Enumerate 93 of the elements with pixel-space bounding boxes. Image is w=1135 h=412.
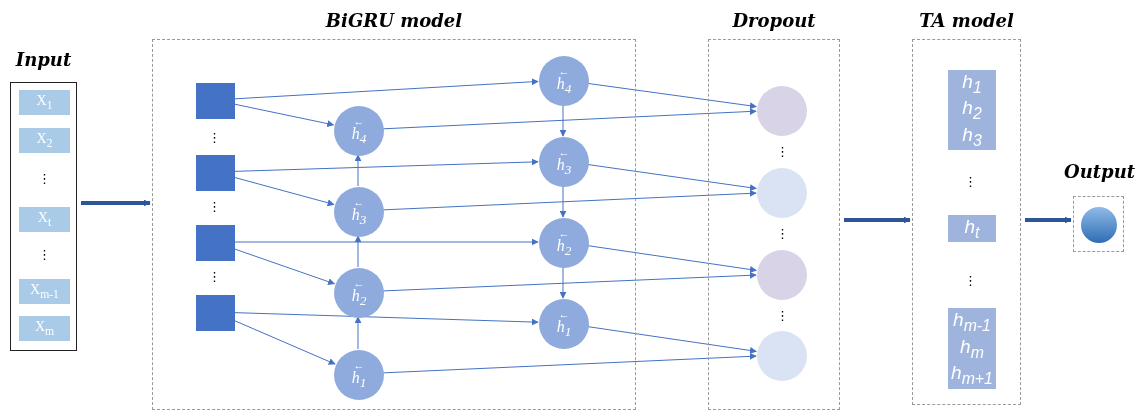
hidden-state-label: h$_{2}$ [351, 287, 367, 308]
gru-cell-circle [539, 56, 589, 106]
ellipsis-dots: ⋮ [776, 227, 789, 240]
arrow [559, 185, 567, 218]
input-vector [19, 90, 70, 115]
arrow [233, 319, 336, 365]
hidden-state-block [948, 215, 996, 242]
arrow [382, 108, 757, 130]
ellipsis-dots: ⋮ [964, 274, 977, 287]
arrow [382, 352, 757, 374]
input-unit-square [196, 295, 235, 331]
hidden-state-label: h$_{3}$ [351, 206, 367, 227]
vector-label: X$_{t}$ [37, 210, 52, 229]
arrow [233, 158, 539, 172]
arrow [587, 326, 757, 354]
hidden-state-label: h$_{4}$ [351, 125, 367, 146]
input-unit-square [196, 155, 235, 191]
section-title: Output [1064, 161, 1135, 182]
arrow [354, 154, 362, 187]
dropout-neuron-circle [757, 331, 807, 381]
hidden-state-label: h$_{1}$ [556, 318, 572, 339]
arrow [233, 103, 335, 127]
ellipsis-dots: ⋮ [208, 131, 221, 144]
arrow [587, 164, 757, 192]
gru-cell-circle [334, 187, 384, 237]
gru-cell-circle [334, 350, 384, 400]
hidden-state-label: h$_{m+1}$ [951, 362, 993, 389]
hidden-state-label: h$_{m-1}$ [953, 308, 991, 335]
overarrow-symbol: ← [558, 147, 570, 157]
arrow [354, 316, 362, 350]
arrow [233, 312, 539, 326]
gru-cell-circle [334, 268, 384, 318]
vector-label: X$_{m-1}$ [30, 282, 59, 301]
ellipsis-dots: ⋮ [38, 248, 51, 261]
arrow [233, 176, 335, 207]
arrow [233, 248, 336, 285]
overarrow-symbol: ← [353, 116, 365, 126]
ellipsis-dots: ⋮ [208, 200, 221, 213]
hidden-state-label: h$_{m}$ [960, 335, 984, 362]
section-title: Dropout [732, 10, 816, 31]
gru-cell-circle [539, 299, 589, 349]
overarrow-symbol: ← [558, 66, 570, 76]
arrow [559, 266, 567, 299]
ellipsis-dots: ⋮ [208, 270, 221, 283]
hidden-state-block [948, 70, 996, 150]
section-title: BiGRU model [325, 10, 463, 31]
overarrow-symbol: ← [558, 309, 570, 319]
vector-label: X$_{m}$ [34, 319, 55, 338]
block-arrow [1025, 216, 1072, 224]
block-arrow [844, 216, 911, 224]
vector-label: X$_{2}$ [36, 131, 53, 150]
dropout-neuron-circle [757, 168, 807, 218]
hidden-state-label: h$_{t}$ [964, 215, 980, 242]
hidden-state-label: h$_{1}$ [962, 70, 982, 97]
arrow [559, 104, 567, 137]
gru-cell-circle [539, 137, 589, 187]
ellipsis-dots: ⋮ [38, 172, 51, 185]
ellipsis-dots: ⋮ [776, 145, 789, 158]
ellipsis-dots: ⋮ [776, 309, 789, 322]
input-vector [19, 279, 70, 304]
gru-cell-circle [539, 218, 589, 268]
vector-label: X$_{1}$ [36, 93, 53, 112]
dropout-neuron-circle [757, 86, 807, 136]
arrow [587, 245, 757, 273]
hidden-state-label: h$_{4}$ [556, 75, 572, 96]
input-unit-square [196, 83, 235, 119]
input-vector [19, 128, 70, 153]
ellipsis-dots: ⋮ [964, 175, 977, 188]
arrow [233, 78, 539, 100]
input-unit-square [196, 225, 235, 261]
overarrow-symbol: ← [353, 360, 365, 370]
hidden-state-label: h$_{1}$ [351, 369, 367, 390]
section-title: Input [15, 49, 72, 70]
section-title: TA model [919, 10, 1014, 31]
arrow [233, 238, 539, 246]
arrow [587, 82, 757, 110]
block-arrow [81, 199, 151, 207]
overarrow-symbol: ← [353, 278, 365, 288]
dropout-neuron-circle [757, 250, 807, 300]
input-vector [19, 316, 70, 341]
arrow [382, 271, 757, 292]
arrow [382, 189, 757, 211]
overarrow-symbol: ← [353, 197, 365, 207]
hidden-state-block [948, 308, 996, 389]
hidden-state-label: h$_{2}$ [962, 97, 982, 123]
overarrow-symbol: ← [558, 228, 570, 238]
arrow [354, 235, 362, 268]
hidden-state-label: h$_{3}$ [556, 156, 572, 177]
gru-cell-circle [334, 106, 384, 156]
output-circle [1081, 207, 1117, 243]
hidden-state-label: h$_{3}$ [962, 123, 982, 150]
input-vector [19, 207, 70, 232]
hidden-state-label: h$_{2}$ [556, 237, 572, 258]
